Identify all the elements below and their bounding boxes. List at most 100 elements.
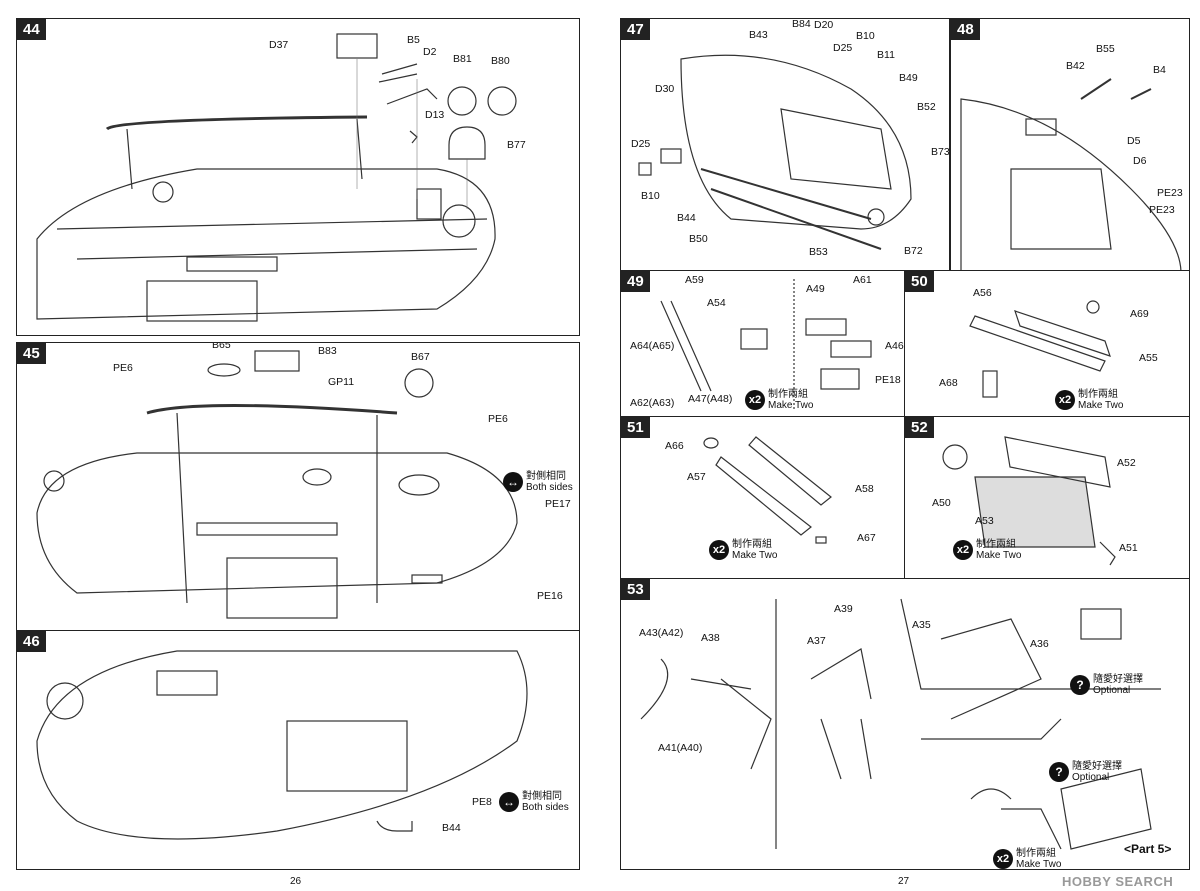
- label-A46: A46: [885, 340, 904, 352]
- step-number: 53: [621, 579, 650, 600]
- cockpit-front-drawing: [638, 54, 912, 250]
- label-B84: B84: [792, 18, 811, 30]
- double-arrow-icon: ↔: [499, 792, 519, 812]
- label-A58: A58: [855, 483, 874, 495]
- label-A57: A57: [687, 471, 706, 483]
- label-B53: B53: [809, 246, 828, 258]
- label-B65: B65: [212, 342, 231, 351]
- label-B11: B11: [877, 49, 895, 61]
- step-number: 46: [17, 631, 46, 652]
- step-45-panel: 45 B65 B83 B67 PE6 GP11 PE6 PE17 PE1: [16, 342, 580, 632]
- label-A36: A36: [1030, 638, 1049, 650]
- step-44-panel: 44: [16, 18, 580, 336]
- left-page: 44: [16, 18, 580, 887]
- label-A67: A67: [857, 532, 876, 544]
- step-number: 52: [905, 417, 934, 438]
- label-D25-top: D25: [833, 42, 853, 54]
- label-A62-A63: A62(A63): [630, 397, 675, 409]
- label-B10-top: B10: [856, 30, 875, 42]
- label-A41-A40: A41(A40): [658, 742, 703, 754]
- label-B77: B77: [507, 139, 526, 151]
- step-48-panel: 48 B55 B42 B4 D5 D6 PE23 PE23: [950, 18, 1190, 272]
- label-A59: A59: [685, 274, 704, 286]
- right-page: 47 B43 B84 D20 B10 D25 B11 D30 B49 B52 D…: [600, 0, 1200, 891]
- label-A39: A39: [834, 603, 853, 615]
- step-number: 44: [17, 19, 46, 40]
- helicopter-top-drawing: [36, 33, 517, 322]
- double-arrow-icon: ↔: [503, 472, 523, 492]
- minigun-parts-drawing: [969, 300, 1111, 398]
- label-D25-left: D25: [631, 138, 651, 150]
- label-PE6-right: PE6: [488, 413, 508, 425]
- label-B43: B43: [749, 29, 768, 41]
- label-B50: B50: [689, 233, 708, 245]
- label-D2: D2: [423, 46, 437, 58]
- cockpit-roof-drawing: [960, 78, 1182, 271]
- helicopter-underside-drawing: [36, 650, 528, 840]
- label-PE23-b: PE23: [1149, 204, 1175, 216]
- label-B81: B81: [453, 53, 472, 65]
- label-A69: A69: [1130, 308, 1149, 320]
- label-B83: B83: [318, 345, 337, 357]
- label-B72: B72: [904, 245, 923, 257]
- label-A43-A42: A43(A42): [639, 627, 684, 639]
- ammo-chute-parts-drawing: [942, 436, 1116, 566]
- label-A38: A38: [701, 632, 720, 644]
- label-A64-A65: A64(A65): [630, 340, 675, 352]
- label-B55: B55: [1096, 43, 1115, 55]
- label-PE17: PE17: [545, 498, 571, 510]
- label-PE16: PE16: [537, 590, 563, 602]
- label-B44: B44: [442, 822, 461, 834]
- label-PE6-left: PE6: [113, 362, 133, 374]
- label-D6: D6: [1133, 155, 1147, 167]
- step-49-panel: 49 A59 A54 A49 A61 A64(A65) A46 PE18 A62…: [620, 270, 906, 418]
- label-A50: A50: [932, 497, 951, 509]
- label-B52: B52: [917, 101, 936, 113]
- label-B44: B44: [677, 212, 696, 224]
- label-A47-A48: A47(A48): [688, 393, 733, 405]
- label-A56: A56: [973, 287, 992, 299]
- page-number-left: 26: [290, 876, 302, 887]
- label-A37: A37: [807, 635, 826, 647]
- label-PE18: PE18: [875, 374, 901, 386]
- label-A66: A66: [665, 440, 684, 452]
- label-B67: B67: [411, 351, 430, 363]
- label-B49: B49: [899, 72, 918, 84]
- label-A55: A55: [1139, 352, 1158, 364]
- helicopter-side-drawing: [36, 350, 518, 619]
- label-A49: A49: [806, 283, 825, 295]
- label-A35: A35: [912, 619, 931, 631]
- label-D13: D13: [425, 109, 445, 121]
- ammo-box-parts-drawing: [703, 436, 832, 544]
- label-D30: D30: [655, 83, 675, 95]
- step-number: 48: [951, 19, 980, 40]
- label-D37: D37: [269, 39, 289, 51]
- step-number: 51: [621, 417, 650, 438]
- label-B10-left: B10: [641, 190, 660, 202]
- page-number-right: 27: [898, 876, 910, 887]
- hobby-search-watermark: HOBBY SEARCH: [1062, 874, 1174, 889]
- step-47-panel: 47 B43 B84 D20 B10 D25 B11 D30 B49 B52 D…: [620, 18, 950, 272]
- step-number: 50: [905, 271, 934, 292]
- step-53-panel: 53 A43(A42) A38 A39 A37 A35 A36 A41(A40)…: [620, 578, 1190, 870]
- step-number: 45: [17, 343, 46, 364]
- gun-mount-parts-drawing: [660, 279, 872, 411]
- label-B4: B4: [1153, 64, 1166, 76]
- label-A53: A53: [975, 515, 994, 527]
- label-PE23-a: PE23: [1157, 187, 1183, 199]
- label-B73: B73: [931, 146, 950, 158]
- label-D5: D5: [1127, 135, 1141, 147]
- label-A61: A61: [853, 274, 872, 286]
- question-icon: ?: [1070, 675, 1090, 695]
